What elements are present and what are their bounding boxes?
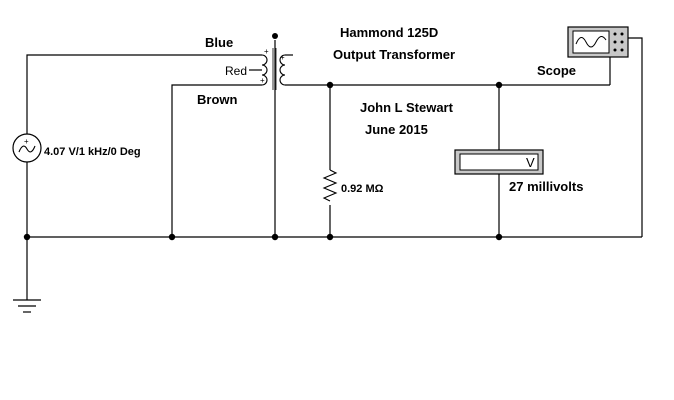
junction-dot [23, 233, 31, 241]
primary-plus-mark: + [264, 47, 269, 56]
primary-plus-mark-2: + [260, 76, 265, 85]
voltmeter-unit: V [526, 155, 535, 170]
title-line2: Output Transformer [333, 47, 455, 62]
lead-blue-label: Blue [205, 35, 233, 50]
voltmeter-reading: 27 millivolts [509, 179, 583, 194]
transformer: + + + [260, 33, 286, 90]
lead-brown-label: Brown [197, 92, 238, 107]
title-line1: Hammond 125D [340, 25, 438, 40]
scope-knob-icon [620, 32, 624, 36]
wires [26, 37, 643, 300]
resistor-label: 0.92 MΩ [341, 183, 384, 195]
wire-blue-lead [26, 54, 262, 135]
junction-dot [326, 233, 334, 241]
scope-knob-icon [613, 48, 617, 52]
core-junction-dot [272, 33, 278, 39]
scope-knob-icon [613, 40, 617, 44]
author-date: June 2015 [365, 122, 428, 137]
oscilloscope-screen [572, 30, 610, 54]
scope-label: Scope [537, 63, 576, 78]
ac-source: + [12, 133, 42, 163]
sine-icon [18, 145, 36, 153]
scope-knob-icon [613, 32, 617, 36]
wire-brown-lead [171, 84, 262, 237]
junctions [23, 81, 503, 241]
wire-scope-ground [628, 37, 643, 237]
primary-coil-icon [261, 54, 268, 86]
oscilloscope[interactable] [567, 26, 629, 58]
author-name: John L Stewart [360, 100, 454, 115]
voltmeter[interactable]: V [454, 149, 544, 175]
waveform-icon [575, 36, 607, 48]
resistor-icon [322, 169, 338, 202]
junction-dot [495, 81, 503, 89]
scope-knob-icon [620, 48, 624, 52]
ground-icon [13, 299, 41, 313]
junction-dot [271, 233, 279, 241]
scope-knob-icon [620, 40, 624, 44]
voltmeter-display [459, 153, 539, 171]
secondary-coil-icon [279, 54, 286, 86]
secondary-plus-mark: + [280, 53, 285, 62]
lead-red-label: Red [225, 64, 247, 78]
junction-dot [326, 81, 334, 89]
junction-dot [495, 233, 503, 241]
source-plus-mark: + [24, 137, 29, 146]
junction-dot [168, 233, 176, 241]
source-label: 4.07 V/1 kHz/0 Deg [44, 146, 141, 158]
